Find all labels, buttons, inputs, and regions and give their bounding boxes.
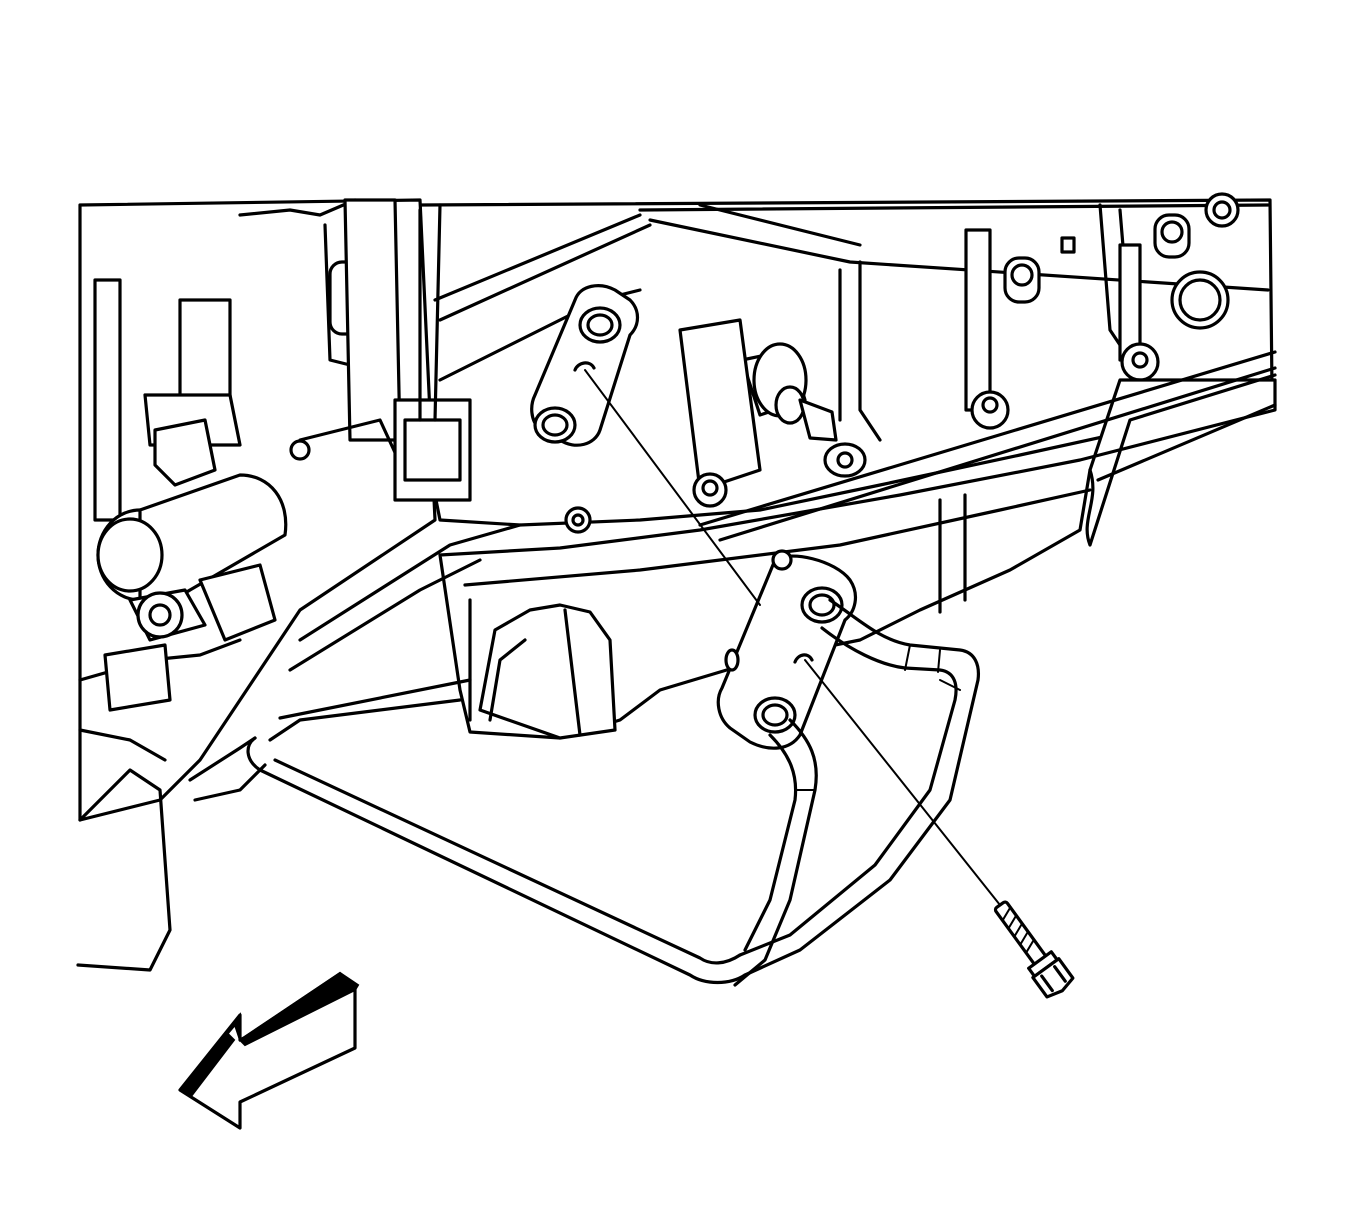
transmission-housing bbox=[76, 198, 652, 972]
transmission-cooler-lines bbox=[188, 598, 981, 987]
front-direction-arrow-icon bbox=[178, 971, 360, 1130]
leader-lines bbox=[584, 369, 1001, 906]
flange-bolt-icon bbox=[993, 900, 1075, 999]
cooler-line-flange-upper bbox=[530, 284, 640, 447]
cooler-line-flange-lower bbox=[716, 549, 858, 750]
oil-pan bbox=[438, 350, 1277, 740]
engine-block bbox=[418, 192, 1274, 527]
